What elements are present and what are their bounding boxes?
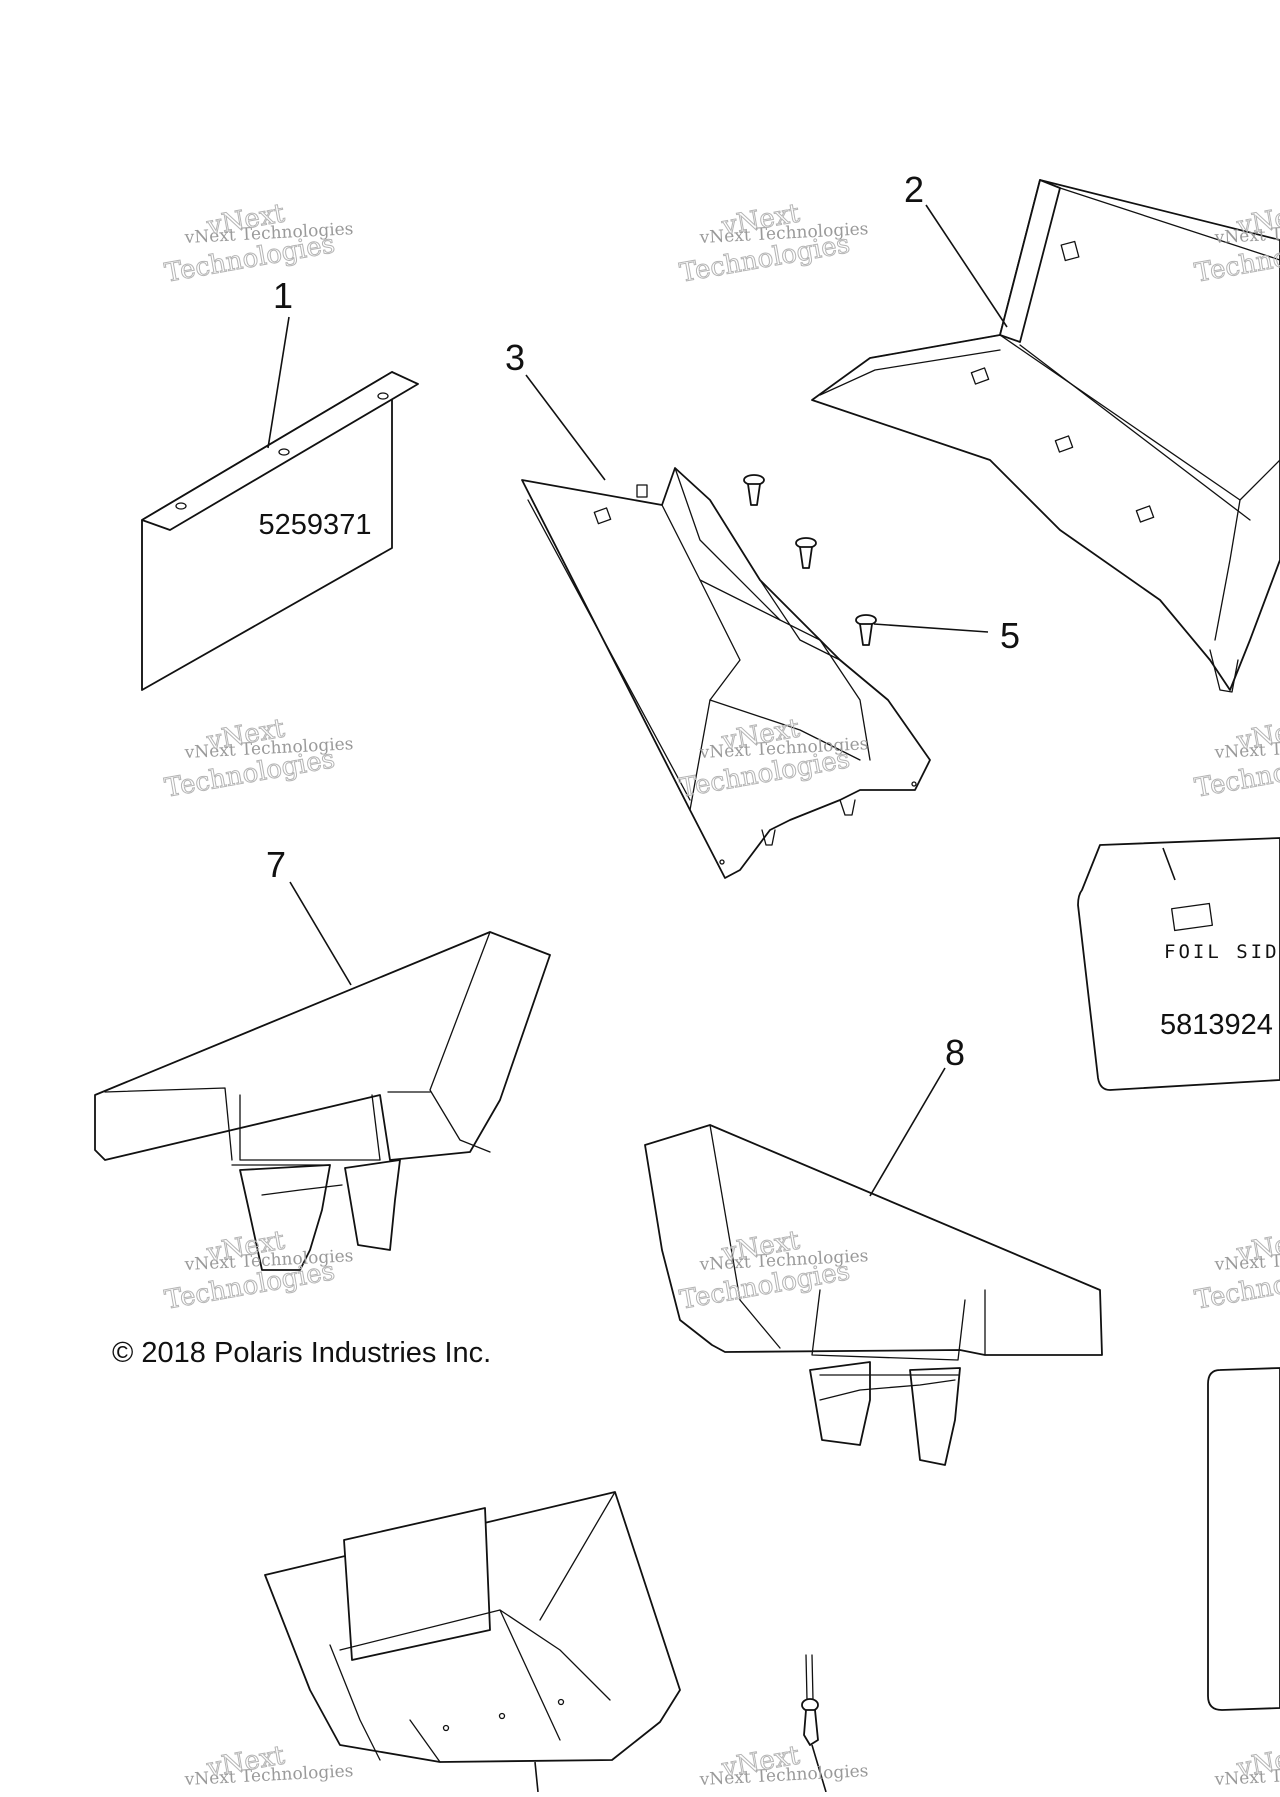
watermark-text: vNext bbox=[1234, 1225, 1280, 1268]
watermark-text: vNext bbox=[1234, 1740, 1280, 1783]
watermark-4: vNext Technologies Technologies vNext bbox=[162, 713, 354, 804]
watermark-text: vNext bbox=[1234, 713, 1280, 756]
rivet-a bbox=[743, 474, 765, 506]
part-2-fender-panel bbox=[811, 179, 1280, 693]
leader-7 bbox=[289, 881, 352, 986]
rivet-b bbox=[795, 537, 817, 569]
leader-5 bbox=[873, 623, 989, 633]
callout-3: 3 bbox=[505, 337, 525, 378]
part-number-1: 5259371 bbox=[259, 509, 372, 541]
leader-1 bbox=[267, 316, 290, 449]
part-6-foil-pad bbox=[1077, 837, 1280, 1091]
part-3-inner-fender bbox=[521, 467, 931, 879]
rivet-c bbox=[855, 614, 877, 646]
part-1-bracket bbox=[141, 371, 419, 691]
watermark-2: vNext Technologies Technologies vNext bbox=[677, 198, 869, 289]
part-bottom-rivet bbox=[801, 1654, 827, 1793]
watermark-1: vNext Technologies Technologies vNext bbox=[162, 198, 354, 289]
callout-8: 8 bbox=[945, 1032, 965, 1073]
callout-5: 5 bbox=[1000, 615, 1020, 656]
part-bottom-tray bbox=[264, 1491, 681, 1793]
part-number-6: 5813924 bbox=[1160, 1009, 1273, 1041]
callout-7: 7 bbox=[266, 844, 286, 885]
part-8-heat-shield bbox=[644, 1124, 1103, 1466]
watermark-9: vNext Technologies Technologies vNext bbox=[1192, 1225, 1280, 1316]
copyright-notice: © 2018 Polaris Industries Inc. bbox=[112, 1337, 491, 1369]
foil-side-label: FOIL SIDE bbox=[1164, 941, 1280, 963]
leader-8 bbox=[869, 1067, 946, 1197]
part-right-panel bbox=[1207, 1367, 1280, 1711]
watermark-10: vNext Technologies vNext bbox=[183, 1740, 354, 1790]
watermark-11: vNext Technologies vNext bbox=[698, 1740, 869, 1790]
watermark-text: vNext bbox=[1234, 198, 1280, 241]
watermark-12: vNext Technologies vNext bbox=[1213, 1740, 1280, 1790]
part-7-heat-shield bbox=[94, 931, 551, 1271]
part-5-push-rivets bbox=[743, 474, 877, 646]
leader-3 bbox=[525, 374, 606, 481]
leader-2 bbox=[925, 204, 1008, 328]
callout-1: 1 bbox=[273, 275, 293, 316]
watermark-5: vNext Technologies Technologies vNext bbox=[677, 713, 869, 804]
watermark-7: vNext Technologies Technologies vNext bbox=[162, 1225, 354, 1316]
watermark-6: vNext Technologies Technologies vNext bbox=[1192, 713, 1280, 804]
callout-2: 2 bbox=[904, 169, 924, 210]
